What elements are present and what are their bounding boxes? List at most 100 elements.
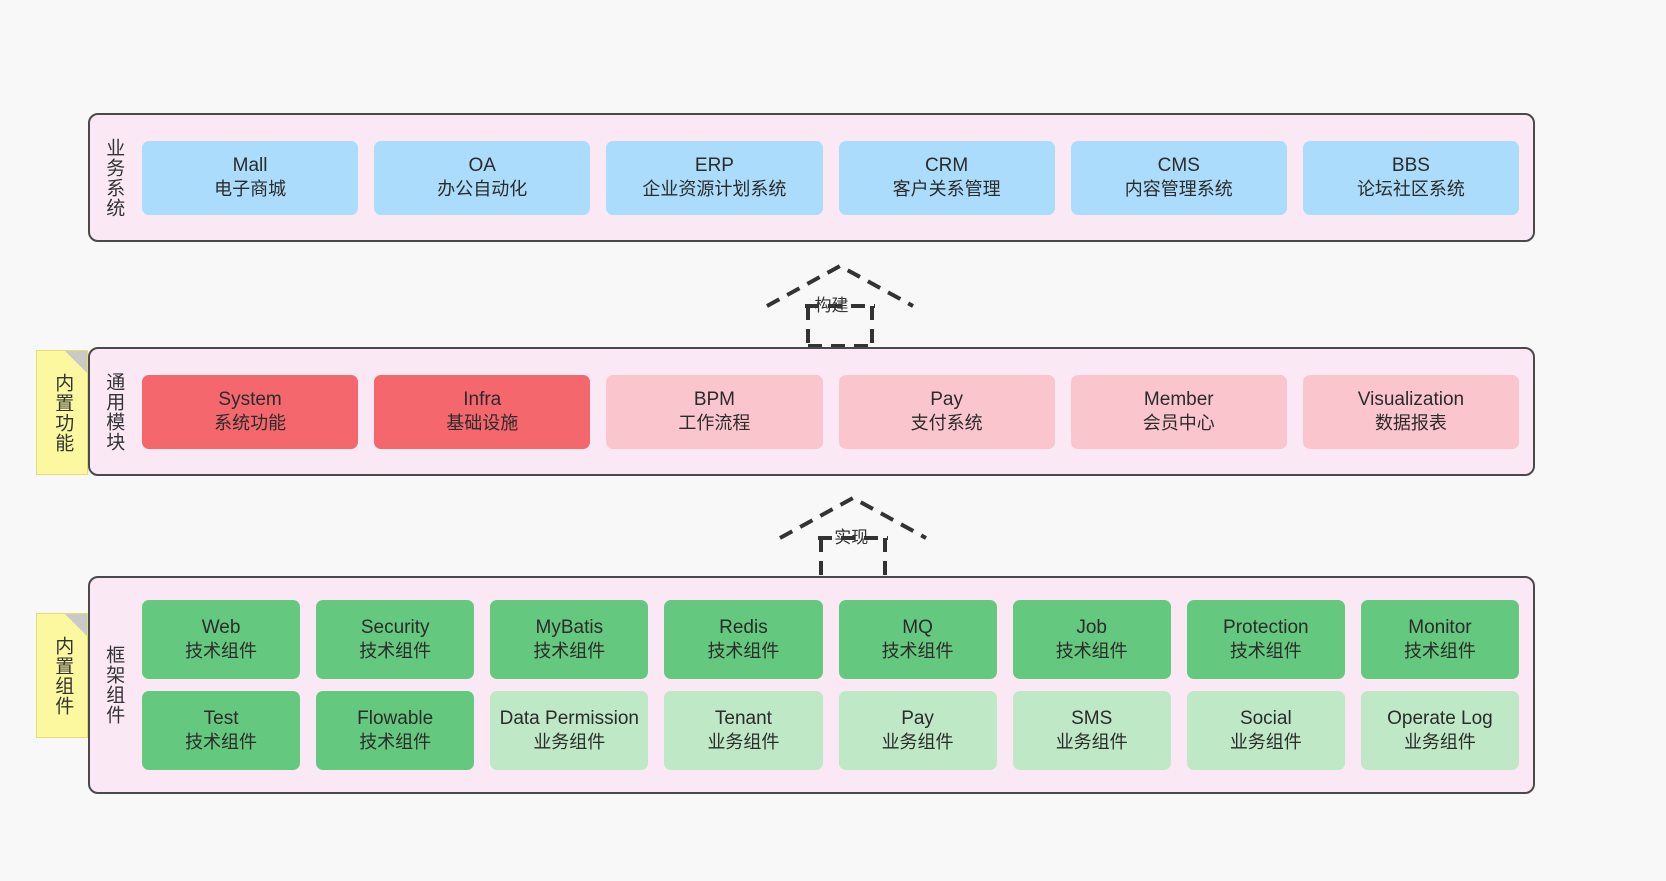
card-subtitle: 技术组件	[881, 641, 954, 662]
card-subtitle: 业务组件	[881, 732, 954, 753]
note-builtin-components[interactable]: 内置组件	[36, 613, 88, 738]
card-subtitle: 业务组件	[533, 732, 606, 753]
card-security[interactable]: Security 技术组件	[316, 600, 475, 679]
card-title: System	[218, 388, 282, 410]
card-title: Operate Log	[1387, 707, 1493, 729]
card-data-permission[interactable]: Data Permission 业务组件	[490, 691, 649, 770]
layer-common-module-label: 通用模块	[103, 371, 125, 452]
note-fold-corner-icon	[65, 614, 87, 636]
layer-framework-component-body: Web 技术组件 Security 技术组件 MyBatis 技术组件 Redi…	[136, 578, 1533, 792]
card-row: Test 技术组件 Flowable 技术组件 Data Permission …	[142, 691, 1519, 770]
card-subtitle: 内容管理系统	[1124, 179, 1233, 200]
card-mall[interactable]: Mall 电子商城	[142, 140, 359, 215]
card-title: Protection	[1223, 616, 1309, 638]
note-label: 内置组件	[52, 635, 74, 716]
card-title: OA	[468, 154, 496, 176]
card-test[interactable]: Test 技术组件	[142, 691, 301, 770]
layer-framework-component[interactable]: 框架组件 Web 技术组件 Security 技术组件 MyBatis 技术组件…	[88, 576, 1535, 794]
card-operate-log[interactable]: Operate Log 业务组件	[1360, 691, 1519, 770]
card-title: Infra	[463, 388, 502, 410]
card-flowable[interactable]: Flowable 技术组件	[316, 691, 475, 770]
card-subtitle: 论坛社区系统	[1356, 179, 1465, 200]
note-label: 内置功能	[52, 372, 74, 453]
card-protection[interactable]: Protection 技术组件	[1186, 600, 1345, 679]
card-bbs[interactable]: BBS 论坛社区系统	[1302, 140, 1520, 215]
card-monitor[interactable]: Monitor 技术组件	[1360, 600, 1519, 679]
card-subtitle: 系统功能	[214, 413, 287, 434]
card-subtitle: 技术组件	[1403, 641, 1476, 662]
card-pay-component[interactable]: Pay 业务组件	[838, 691, 997, 770]
card-subtitle: 电子商城	[214, 179, 287, 200]
card-title: Data Permission	[499, 707, 639, 729]
card-system[interactable]: System 系统功能	[142, 374, 359, 449]
layer-common-module-body: System 系统功能 Infra 基础设施 BPM 工作流程 Pay 支付系统…	[136, 349, 1533, 474]
card-mq[interactable]: MQ 技术组件	[838, 600, 997, 679]
card-subtitle: 技术组件	[1229, 641, 1302, 662]
card-subtitle: 技术组件	[1055, 641, 1128, 662]
card-bpm[interactable]: BPM 工作流程	[606, 374, 823, 449]
card-infra[interactable]: Infra 基础设施	[374, 374, 591, 449]
card-subtitle: 技术组件	[185, 641, 258, 662]
card-member[interactable]: Member 会员中心	[1070, 374, 1287, 449]
card-subtitle: 办公自动化	[437, 179, 528, 200]
card-title: Social	[1239, 707, 1292, 729]
card-social[interactable]: Social 业务组件	[1186, 691, 1345, 770]
card-crm[interactable]: CRM 客户关系管理	[838, 140, 1055, 215]
card-subtitle: 基础设施	[446, 413, 519, 434]
card-visualization[interactable]: Visualization 数据报表	[1302, 374, 1520, 449]
card-row: Mall 电子商城 OA 办公自动化 ERP 企业资源计划系统 CRM 客户关系…	[142, 140, 1520, 215]
connector-build-label: 构建	[814, 296, 849, 315]
note-fold-corner-icon	[65, 351, 87, 373]
layer-business-system[interactable]: 业务系统 Mall 电子商城 OA 办公自动化 ERP 企业资源计划系统 CRM…	[88, 113, 1535, 242]
card-subtitle: 业务组件	[1055, 732, 1128, 753]
generalization-arrow-icon	[766, 263, 914, 348]
card-mybatis[interactable]: MyBatis 技术组件	[490, 600, 649, 679]
card-tenant[interactable]: Tenant 业务组件	[664, 691, 823, 770]
card-subtitle: 会员中心	[1142, 413, 1215, 434]
card-redis[interactable]: Redis 技术组件	[664, 600, 823, 679]
card-sms[interactable]: SMS 业务组件	[1012, 691, 1171, 770]
card-subtitle: 业务组件	[1403, 732, 1476, 753]
card-title: Visualization	[1357, 388, 1465, 410]
card-job[interactable]: Job 技术组件	[1012, 600, 1171, 679]
card-title: Tenant	[714, 707, 772, 729]
card-pay[interactable]: Pay 支付系统	[838, 374, 1055, 449]
card-title: BBS	[1391, 154, 1430, 176]
card-subtitle: 客户关系管理	[892, 179, 1001, 200]
card-title: Pay	[930, 388, 963, 410]
card-web[interactable]: Web 技术组件	[142, 600, 301, 679]
card-subtitle: 技术组件	[185, 732, 258, 753]
card-subtitle: 业务组件	[707, 732, 780, 753]
card-title: Test	[203, 707, 239, 729]
card-title: MQ	[902, 616, 933, 638]
layer-business-system-label: 业务系统	[103, 137, 125, 218]
card-title: Pay	[901, 707, 934, 729]
card-subtitle: 支付系统	[910, 413, 983, 434]
card-title: CRM	[924, 154, 969, 176]
card-title: Flowable	[357, 707, 434, 729]
layer-business-system-body: Mall 电子商城 OA 办公自动化 ERP 企业资源计划系统 CRM 客户关系…	[136, 115, 1533, 240]
card-subtitle: 技术组件	[359, 732, 432, 753]
card-oa[interactable]: OA 办公自动化	[374, 140, 591, 215]
connector-implement-label: 实现	[834, 528, 869, 547]
card-title: Job	[1076, 616, 1107, 638]
card-subtitle: 业务组件	[1229, 732, 1302, 753]
card-title: Monitor	[1408, 616, 1472, 638]
card-title: Redis	[719, 616, 768, 638]
card-row: Web 技术组件 Security 技术组件 MyBatis 技术组件 Redi…	[142, 600, 1519, 679]
card-title: BPM	[693, 388, 736, 410]
card-title: Mall	[232, 154, 268, 176]
card-subtitle: 工作流程	[678, 413, 751, 434]
card-title: CMS	[1157, 154, 1200, 176]
card-cms[interactable]: CMS 内容管理系统	[1070, 140, 1287, 215]
card-subtitle: 企业资源计划系统	[642, 179, 787, 200]
card-title: Security	[360, 616, 430, 638]
connector-build: 构建	[755, 258, 925, 348]
layer-common-module[interactable]: 通用模块 System 系统功能 Infra 基础设施 BPM 工作流程 Pay…	[88, 347, 1535, 476]
card-subtitle: 技术组件	[707, 641, 780, 662]
card-title: ERP	[694, 154, 734, 176]
card-erp[interactable]: ERP 企业资源计划系统	[606, 140, 823, 215]
connector-implement: 实现	[768, 490, 938, 580]
note-builtin-functions[interactable]: 内置功能	[36, 350, 88, 475]
